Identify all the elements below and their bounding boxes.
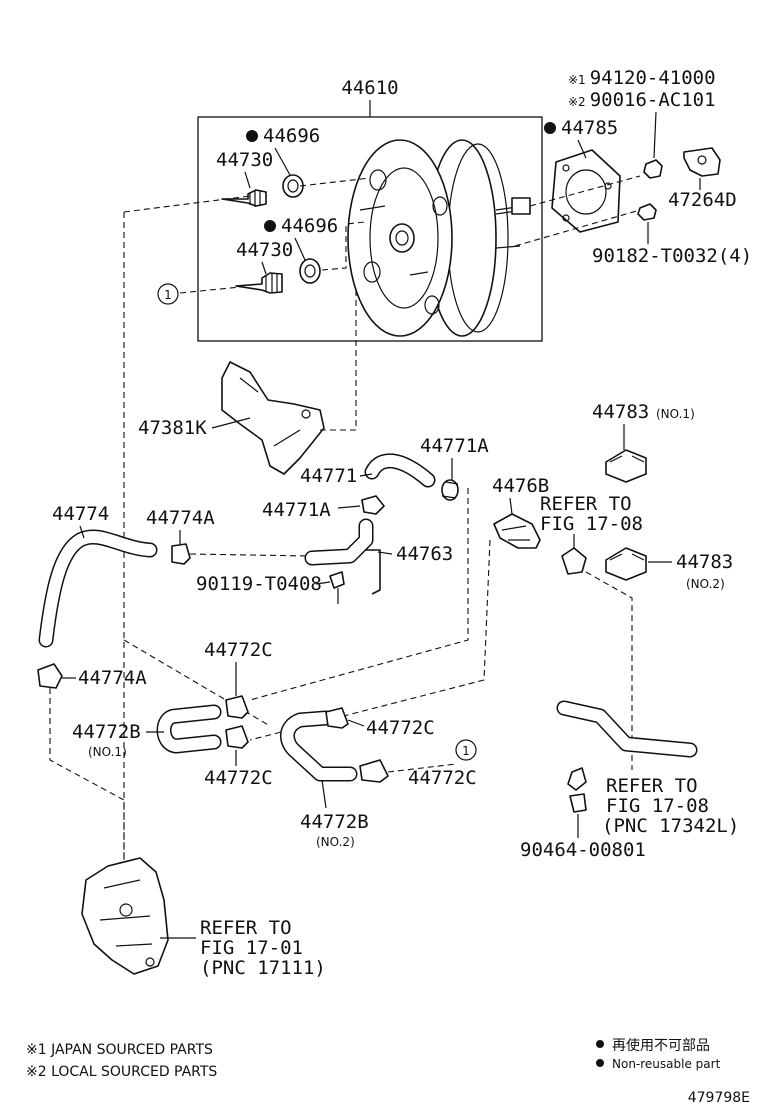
- label-44783-no1: 44783: [592, 401, 649, 423]
- ref-circle-1-bottom-num: 1: [462, 744, 470, 758]
- hose-44774: [38, 529, 158, 648]
- refer-17111-line1: REFER TO: [200, 917, 292, 939]
- refer-17342-line3: (PNC 17342L): [602, 815, 739, 837]
- nonreusable-mark-top: [246, 130, 258, 142]
- clip-44772c-mid: [225, 725, 249, 749]
- clip-44783-no2: [605, 547, 647, 581]
- bracket-47264d: [683, 147, 721, 177]
- nut-90182: [637, 203, 657, 221]
- pipe-44763: [304, 518, 381, 595]
- union-4476b: [493, 513, 541, 549]
- hose-44772b-no2: [280, 710, 358, 782]
- hose-44772b-no1: [156, 704, 222, 754]
- label-44783-no2: 44783: [676, 551, 733, 573]
- label-90464: 90464-00801: [520, 839, 646, 861]
- label-44774a-upper: 44774A: [146, 507, 215, 529]
- clip-44772c-top: [225, 695, 249, 719]
- footnote-local: ※2 LOCAL SOURCED PARTS: [26, 1064, 217, 1080]
- footnote-japan: ※1 JAPAN SOURCED PARTS: [26, 1042, 213, 1058]
- label-47381k: 47381K: [138, 417, 207, 439]
- label-44610: 44610: [341, 77, 398, 99]
- ref-circle-1-bottom: [455, 739, 477, 761]
- clip-44783-no1: [605, 449, 647, 483]
- note-44772b-no2: (NO.2): [316, 835, 355, 849]
- refer-17111-line3: (PNC 17111): [200, 957, 326, 979]
- label-44730-mid: 44730: [236, 239, 293, 261]
- clip-44771a-lower: [361, 495, 385, 515]
- label-90119: 90119-T0408: [196, 573, 322, 595]
- bolt-90119: [329, 571, 345, 604]
- label-47264d: 47264D: [668, 189, 737, 211]
- label-44730-top: 44730: [216, 149, 273, 171]
- clip-44774a-upper: [171, 543, 191, 565]
- label-4476b: 4476B: [492, 475, 549, 497]
- bracket-47381k: [221, 361, 325, 475]
- label-44772c-low-right: 44772C: [408, 767, 477, 789]
- label-44785: 44785: [561, 117, 618, 139]
- label-44772b-no2: 44772B: [300, 811, 369, 833]
- clamp-90464: [567, 767, 587, 813]
- clip-44772c-right: [325, 707, 349, 729]
- label-44763: 44763: [396, 543, 453, 565]
- grommet-44696-mid: [299, 258, 321, 284]
- figure-id: 479798E: [688, 1090, 750, 1106]
- pipe-17342l: [556, 700, 698, 758]
- label-44771a-upper: 44771A: [420, 435, 489, 457]
- intake-manifold: [81, 857, 169, 975]
- refer-1708-line2: FIG 17-08: [540, 513, 643, 535]
- label-44696-mid: 44696: [281, 215, 338, 237]
- label-90182: 90182-T0032(4): [592, 245, 752, 267]
- legend-dot-en: [596, 1059, 604, 1067]
- refer-17342-line1: REFER TO: [606, 775, 698, 797]
- label-44772c-right: 44772C: [366, 717, 435, 739]
- note-44783-no1: (NO.1): [656, 407, 695, 421]
- ref-circle-1-top: [157, 283, 179, 305]
- refer-1708-line1: REFER TO: [540, 493, 632, 515]
- refer-17342-line2: FIG 17-08: [606, 795, 709, 817]
- legend-dot-jp: [596, 1040, 604, 1048]
- note-44772b-no1: (NO.1): [88, 745, 127, 759]
- legend-nonreuse-jp: 再使用不可部品: [612, 1037, 710, 1054]
- ref-circle-1-top-num: 1: [164, 288, 172, 302]
- label-44771a-lower: 44771A: [262, 499, 331, 521]
- clip-44772c-low-right: [359, 759, 389, 783]
- legend-nonreuse-en: Non-reusable part: [612, 1057, 721, 1071]
- label-44696-top: 44696: [263, 125, 320, 147]
- note-44783-no2: (NO.2): [686, 577, 725, 591]
- stud-nut-top: [643, 159, 663, 179]
- label-44774a-lower: 44774A: [78, 667, 147, 689]
- grommet-44696-top: [282, 174, 304, 198]
- nonreusable-mark-gasket: [544, 122, 556, 134]
- hose-44771: [364, 453, 436, 488]
- label-44774: 44774: [52, 503, 109, 525]
- label-44772c-top: 44772C: [204, 639, 273, 661]
- clip-union-right: [561, 547, 587, 575]
- check-valve-44730-top: [221, 189, 267, 207]
- gasket-44785: [551, 149, 621, 233]
- label-44772b-no1: 44772B: [72, 721, 141, 743]
- label-44771: 44771: [300, 465, 357, 487]
- label-44772c-bottom: 44772C: [204, 767, 273, 789]
- clip-44774a-lower: [37, 663, 63, 689]
- brake-booster: [347, 139, 531, 337]
- nonreusable-mark-mid: [264, 220, 276, 232]
- check-valve-44730-mid: [235, 272, 283, 294]
- clip-44771a-upper: [441, 479, 459, 501]
- refer-17111-line2: FIG 17-01: [200, 937, 303, 959]
